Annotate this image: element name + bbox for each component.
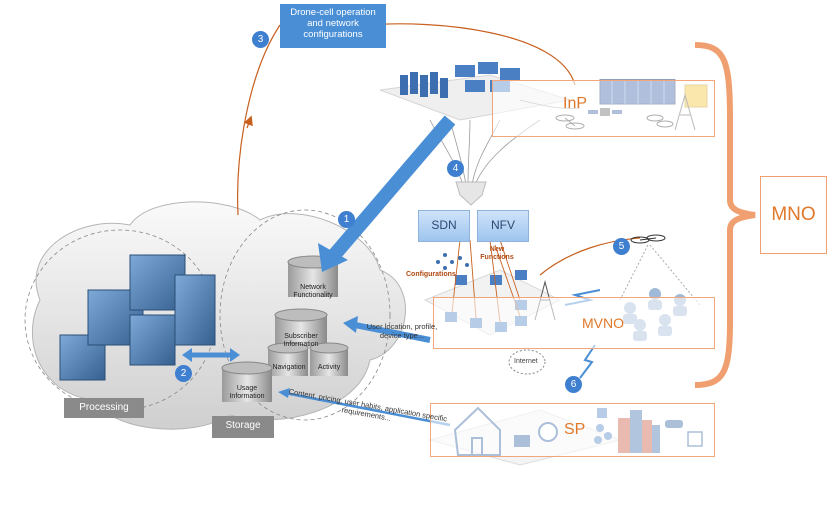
database-icons	[221, 255, 349, 402]
mno-box: MNO	[760, 176, 827, 254]
step-badge-4: 4	[447, 160, 464, 177]
step-badge-5: 5	[613, 238, 630, 255]
mvno-drone-icon	[630, 234, 666, 244]
sync-arrow-right-head	[230, 348, 240, 362]
step-badge-6: 6	[565, 376, 582, 393]
sp-title: SP	[564, 421, 586, 438]
storage-label: Storage	[212, 416, 274, 438]
user-info-text: User location, profile, device type...	[357, 322, 447, 340]
user-info-line2: device type...	[379, 331, 425, 340]
step-badge-1: 1	[338, 211, 355, 228]
drone-coverage-lines	[619, 244, 701, 306]
inp-switch-cluster-icon	[455, 62, 520, 92]
new-functions-line2: Functions	[480, 254, 514, 261]
processing-label: Processing	[64, 398, 144, 418]
mno-title: MNO	[771, 204, 816, 225]
step-badge-2: 2	[175, 365, 192, 382]
wireless-link-sp-icon	[579, 344, 596, 379]
new-functions-line1: New	[489, 246, 505, 253]
usage-information-label: Usage Information	[222, 385, 272, 401]
drone-ops-box: Drone-cell operation and network configu…	[280, 4, 386, 48]
new-functions-label: New Functions	[478, 246, 516, 262]
network-functionality-line2: Functionality	[293, 292, 333, 299]
inp-panel	[492, 80, 715, 137]
sdn-label: SDN	[431, 218, 457, 232]
sdn-box: SDN	[418, 210, 470, 242]
subscriber-information-label: Subscriber Information	[276, 333, 326, 349]
user-info-line1: User location, profile,	[366, 322, 438, 331]
internet-label: Internet	[514, 358, 538, 365]
drone-ops-link-up	[237, 24, 281, 216]
nfv-label: NFV	[491, 218, 515, 232]
internet-cloud-icon	[508, 349, 546, 375]
usage-information-line1: Usage	[236, 385, 258, 392]
sp-panel	[430, 403, 715, 457]
network-functionality-label: Network Functionality	[288, 284, 338, 300]
infrastructure-arrow-head	[318, 243, 348, 272]
usage-information-line2: Information	[229, 393, 265, 400]
subscriber-information-line2: Information	[283, 341, 319, 348]
mno-bracket	[694, 42, 756, 388]
funnel-icon	[455, 181, 487, 206]
drone-ops-line2: and network	[307, 18, 359, 29]
network-functionality-line1: Network	[300, 284, 326, 291]
mvno-title: MVNO	[582, 315, 624, 331]
subscriber-information-line1: Subscriber	[284, 333, 318, 340]
sync-arrow-left-head	[182, 348, 192, 362]
inp-title: InP	[563, 95, 588, 112]
sdn-topology-icon	[436, 253, 469, 270]
configurations-label: Configurations	[406, 271, 456, 278]
infrastructure-arrow	[324, 115, 456, 265]
navigation-label: Navigation	[272, 364, 306, 371]
drone-ops-arrowhead	[243, 115, 253, 129]
user-info-arrow	[354, 322, 431, 343]
content-arrow	[284, 391, 451, 427]
drone-to-mvno-link	[539, 237, 641, 276]
processing-servers-icon	[59, 254, 216, 381]
mvno-panel	[433, 297, 715, 349]
drone-ops-line1: Drone-cell operation	[290, 7, 376, 18]
drone-ops-link-right	[369, 23, 576, 86]
user-info-arrow-head	[343, 316, 358, 333]
nfv-box: NFV	[477, 210, 529, 242]
drone-ops-line3: configurations	[303, 29, 363, 40]
content-arrow-head	[278, 388, 290, 398]
activity-label: Activity	[317, 364, 341, 371]
inp-server-rack-icon	[400, 72, 448, 98]
step-badge-3: 3	[252, 31, 269, 48]
